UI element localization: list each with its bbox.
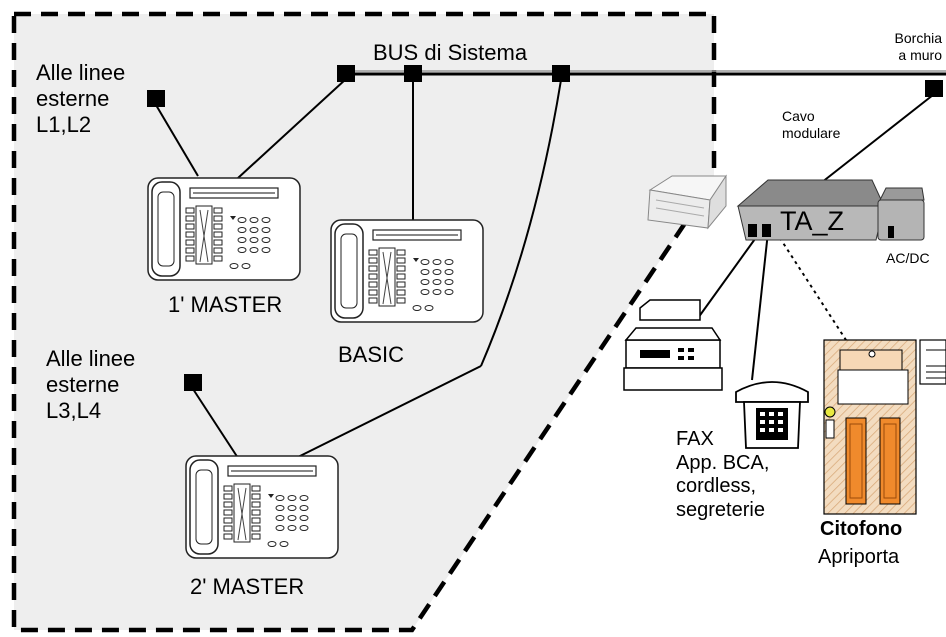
line-connector-1 <box>147 90 165 107</box>
cable-label: Cavo modulare <box>782 108 841 141</box>
external-lines-label-2: Alle linee esterne L3,L4 <box>46 346 136 423</box>
master1-phone <box>148 178 300 280</box>
wall-socket-label: Borchia a muro <box>894 30 942 63</box>
basic-label: BASIC <box>338 342 405 367</box>
master2-label: 2' MASTER <box>190 574 305 599</box>
power-supply-icon <box>877 187 925 241</box>
ta-z-adapter-icon <box>736 179 885 241</box>
bus-connector-2 <box>404 65 422 82</box>
analog-phone-icon <box>735 381 809 449</box>
line-connector-2 <box>184 374 202 391</box>
master2-phone <box>186 456 338 558</box>
fax-icon <box>623 299 723 391</box>
bus-label: BUS di Sistema <box>373 40 528 65</box>
wall-socket-connector <box>925 80 943 97</box>
power-label: AC/DC <box>886 250 930 266</box>
external-lines-label-1: Alle linee esterne L1,L2 <box>36 60 126 137</box>
base-unit-icon <box>647 174 727 230</box>
intercom-title: Citofono <box>820 518 903 540</box>
bus-connector-1 <box>337 65 355 82</box>
fax-devices-label: FAX App. BCA, cordless, segreterie <box>676 428 770 521</box>
master1-label: 1' MASTER <box>168 292 283 317</box>
intercom-panel-icon <box>919 339 946 385</box>
intercom-door-icon <box>823 339 917 515</box>
intercom-subtitle: Apriporta <box>818 546 900 568</box>
adapter-label: TA_Z <box>780 206 845 236</box>
basic-phone <box>331 220 483 322</box>
bus-connector-3 <box>552 65 570 82</box>
